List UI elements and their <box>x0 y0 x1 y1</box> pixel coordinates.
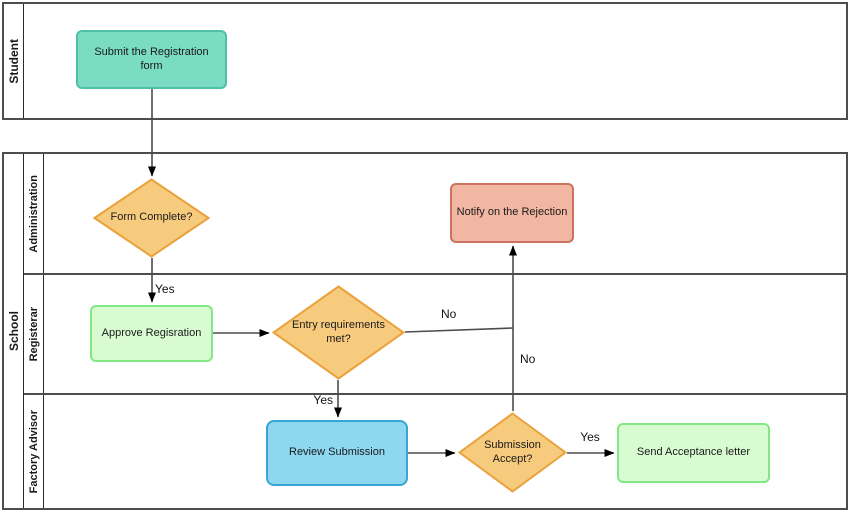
diamond-shape-icon <box>93 178 210 258</box>
task-submit-registration-form[interactable]: Submit the Registration form <box>76 30 227 89</box>
decision-submission-accept[interactable]: Submission Accept? <box>458 412 567 493</box>
decision-form-complete[interactable]: Form Complete? <box>93 178 210 258</box>
lane-administration-label-strip: Administration <box>24 154 44 273</box>
edge-label-submission-no: No <box>520 352 536 366</box>
edge-label-entry-no: No <box>441 307 457 321</box>
edge-entry-no-segment[interactable] <box>404 327 514 333</box>
task-notify-rejection[interactable]: Notify on the Rejection <box>450 183 574 243</box>
pool-school-label-strip: School <box>4 154 24 508</box>
school-lanes: Administration Registerar Factory Adviso… <box>24 154 846 508</box>
decision-entry-requirements[interactable]: Entry requirements met? <box>272 285 405 380</box>
decision-entry-requirements-label: Entry requirements met? <box>292 318 385 345</box>
task-notify-rejection-label: Notify on the Rejection <box>456 206 568 219</box>
pool-student-label-strip: Student <box>4 4 24 118</box>
edge-label-submission-yes: Yes <box>580 430 600 444</box>
lane-registerar[interactable]: Registerar <box>24 273 846 393</box>
lane-factory-advisor[interactable]: Factory Advisor <box>24 393 846 508</box>
task-approve-registration[interactable]: Approve Regisration <box>90 305 213 362</box>
lane-registerar-label-strip: Registerar <box>24 275 44 393</box>
edge-label-form-complete-yes: Yes <box>155 282 175 296</box>
task-review-submission[interactable]: Review Submission <box>266 420 408 486</box>
decision-submission-accept-label: Submission Accept? <box>484 438 541 465</box>
task-send-acceptance-letter-label: Send Acceptance letter <box>636 446 751 459</box>
diamond-shape-icon <box>272 285 405 380</box>
task-review-submission-label: Review Submission <box>289 446 385 459</box>
decision-form-complete-label: Form Complete? <box>110 211 193 224</box>
edge-label-entry-yes: Yes <box>313 393 333 407</box>
task-submit-registration-form-label: Submit the Registration form <box>94 45 209 72</box>
diamond-shape-icon <box>458 412 567 493</box>
lane-administration[interactable]: Administration <box>24 154 846 273</box>
lane-factory-advisor-label-strip: Factory Advisor <box>24 395 44 508</box>
task-send-acceptance-letter[interactable]: Send Acceptance letter <box>617 423 770 483</box>
task-approve-registration-label: Approve Regisration <box>101 326 202 339</box>
